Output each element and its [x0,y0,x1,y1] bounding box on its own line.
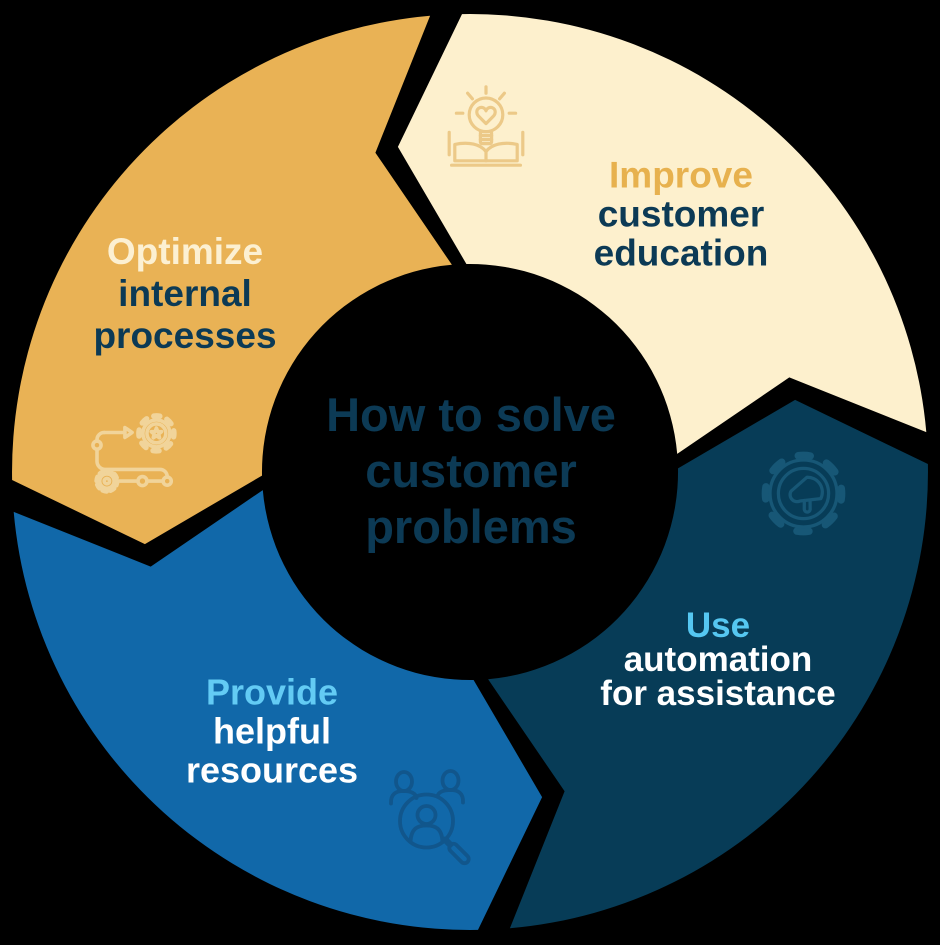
segment-label-highlight: Optimize [106,231,264,272]
segment-label-line: automation [623,640,813,679]
center-title: How to solve customer problems [326,387,616,555]
label-use-automation-for-assistance: Use automation for assistance [600,606,836,713]
segment-label-line: for assistance [600,674,836,713]
segment-label-highlight: Use [685,606,751,645]
segment-label-line: processes [93,315,277,356]
book-lightbulb-icon [447,85,525,167]
segment-label-line: resources [185,749,359,791]
segment-use-automation-for-assistance [488,399,928,929]
label-improve-customer-education: Improve customer education [594,156,769,273]
segment-label-line: education [593,232,769,274]
segment-optimize-internal-processes [12,15,452,545]
segment-label-highlight: Provide [205,671,339,713]
center-title-line: problems [365,500,577,553]
center-title-line: customer [365,444,577,497]
segment-provide-helpful-resources [13,490,543,930]
label-optimize-internal-processes: Optimize internal processes [93,231,276,357]
segment-label-line: customer [597,193,765,235]
gear-megaphone-icon [761,451,846,536]
people-search-icon [389,769,471,866]
workflow-gears-icon [91,413,177,494]
segment-label-line: helpful [213,710,331,752]
segment-improve-customer-education [397,14,927,454]
label-provide-helpful-resources: Provide helpful resources [186,673,358,790]
center-title-line: How to solve [326,388,616,441]
segment-label-highlight: Improve [609,154,753,196]
segment-label-line: internal [118,273,252,314]
